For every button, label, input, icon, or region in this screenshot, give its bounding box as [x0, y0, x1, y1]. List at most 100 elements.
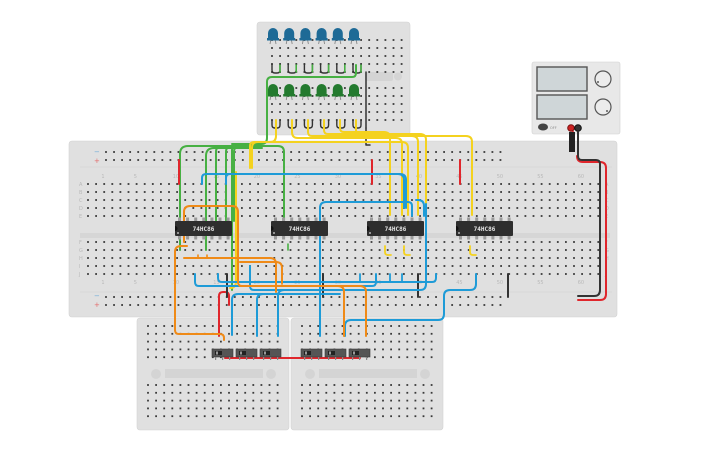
hole[interactable]: [313, 249, 316, 251]
hole[interactable]: [289, 249, 292, 251]
hole[interactable]: [330, 151, 333, 153]
blue-led[interactable]: [267, 28, 279, 45]
hole[interactable]: [305, 215, 308, 217]
hole[interactable]: [273, 241, 276, 243]
hole[interactable]: [330, 296, 333, 298]
hole[interactable]: [349, 407, 352, 410]
hole[interactable]: [217, 151, 220, 153]
hole[interactable]: [532, 241, 535, 243]
hole[interactable]: [168, 273, 170, 275]
hole[interactable]: [565, 257, 567, 259]
hole[interactable]: [171, 415, 174, 418]
hole[interactable]: [335, 103, 338, 105]
hole[interactable]: [354, 191, 357, 193]
hole[interactable]: [414, 407, 417, 410]
hole[interactable]: [313, 191, 316, 193]
hole[interactable]: [382, 391, 384, 394]
hole[interactable]: [168, 183, 170, 185]
hole[interactable]: [241, 273, 243, 275]
hole[interactable]: [338, 215, 340, 217]
hole[interactable]: [524, 207, 527, 209]
hole[interactable]: [151, 257, 154, 259]
hole[interactable]: [556, 273, 559, 275]
hole[interactable]: [346, 183, 349, 185]
hole[interactable]: [443, 159, 445, 161]
hole[interactable]: [516, 249, 519, 251]
hole[interactable]: [87, 273, 89, 275]
hole[interactable]: [362, 257, 365, 259]
hole[interactable]: [565, 215, 567, 217]
hole[interactable]: [573, 265, 575, 267]
hole[interactable]: [301, 407, 303, 410]
hole[interactable]: [330, 199, 332, 201]
hole[interactable]: [392, 71, 395, 73]
hole[interactable]: [244, 332, 247, 335]
hole[interactable]: [161, 159, 164, 161]
hole[interactable]: [398, 407, 401, 410]
hole[interactable]: [459, 199, 462, 201]
hole[interactable]: [398, 340, 401, 343]
hole[interactable]: [357, 415, 360, 418]
hole[interactable]: [103, 249, 106, 251]
hole[interactable]: [273, 257, 276, 259]
hole[interactable]: [390, 348, 392, 351]
hole[interactable]: [153, 159, 156, 161]
hole[interactable]: [354, 296, 357, 298]
hole[interactable]: [467, 241, 470, 243]
yellow-wire[interactable]: [291, 119, 403, 216]
hole[interactable]: [322, 257, 324, 259]
hole[interactable]: [273, 215, 276, 217]
hole[interactable]: [360, 95, 362, 97]
hole[interactable]: [137, 296, 140, 298]
hole[interactable]: [145, 296, 148, 298]
hole[interactable]: [103, 183, 106, 185]
hole[interactable]: [257, 183, 259, 185]
hole[interactable]: [335, 111, 338, 113]
hole[interactable]: [354, 257, 357, 259]
hole[interactable]: [249, 183, 251, 185]
hole[interactable]: [208, 199, 211, 201]
hole[interactable]: [451, 191, 454, 193]
hole[interactable]: [341, 340, 344, 343]
hole[interactable]: [516, 183, 519, 185]
hole[interactable]: [208, 265, 211, 267]
hole[interactable]: [151, 241, 154, 243]
hole[interactable]: [467, 191, 470, 193]
hole[interactable]: [524, 183, 527, 185]
hole[interactable]: [451, 296, 454, 298]
hole[interactable]: [500, 215, 502, 217]
hole[interactable]: [573, 249, 575, 251]
hole[interactable]: [368, 47, 371, 49]
hole[interactable]: [430, 340, 433, 343]
hole[interactable]: [260, 325, 263, 327]
hole[interactable]: [475, 257, 478, 259]
hole[interactable]: [540, 265, 543, 267]
hole[interactable]: [406, 325, 409, 327]
hole[interactable]: [155, 325, 157, 327]
hole[interactable]: [297, 191, 300, 193]
hole[interactable]: [443, 183, 446, 185]
hole[interactable]: [171, 407, 174, 410]
hole[interactable]: [155, 356, 157, 359]
hole[interactable]: [232, 265, 235, 267]
hole[interactable]: [430, 332, 433, 335]
hole[interactable]: [362, 159, 365, 161]
hole[interactable]: [392, 39, 395, 41]
hole[interactable]: [376, 111, 379, 113]
hole[interactable]: [195, 384, 198, 386]
hole[interactable]: [362, 151, 365, 153]
hole[interactable]: [268, 332, 271, 335]
hole[interactable]: [597, 183, 600, 185]
hole[interactable]: [200, 265, 203, 267]
yellow-wire[interactable]: [384, 245, 392, 256]
hole[interactable]: [184, 215, 187, 217]
hole[interactable]: [346, 215, 349, 217]
hole[interactable]: [265, 241, 268, 243]
hole[interactable]: [354, 183, 357, 185]
hole[interactable]: [200, 207, 203, 209]
hole[interactable]: [384, 63, 387, 65]
hole[interactable]: [435, 257, 438, 259]
yellow-wire[interactable]: [323, 119, 427, 209]
hole[interactable]: [155, 332, 157, 335]
hole[interactable]: [419, 273, 421, 275]
